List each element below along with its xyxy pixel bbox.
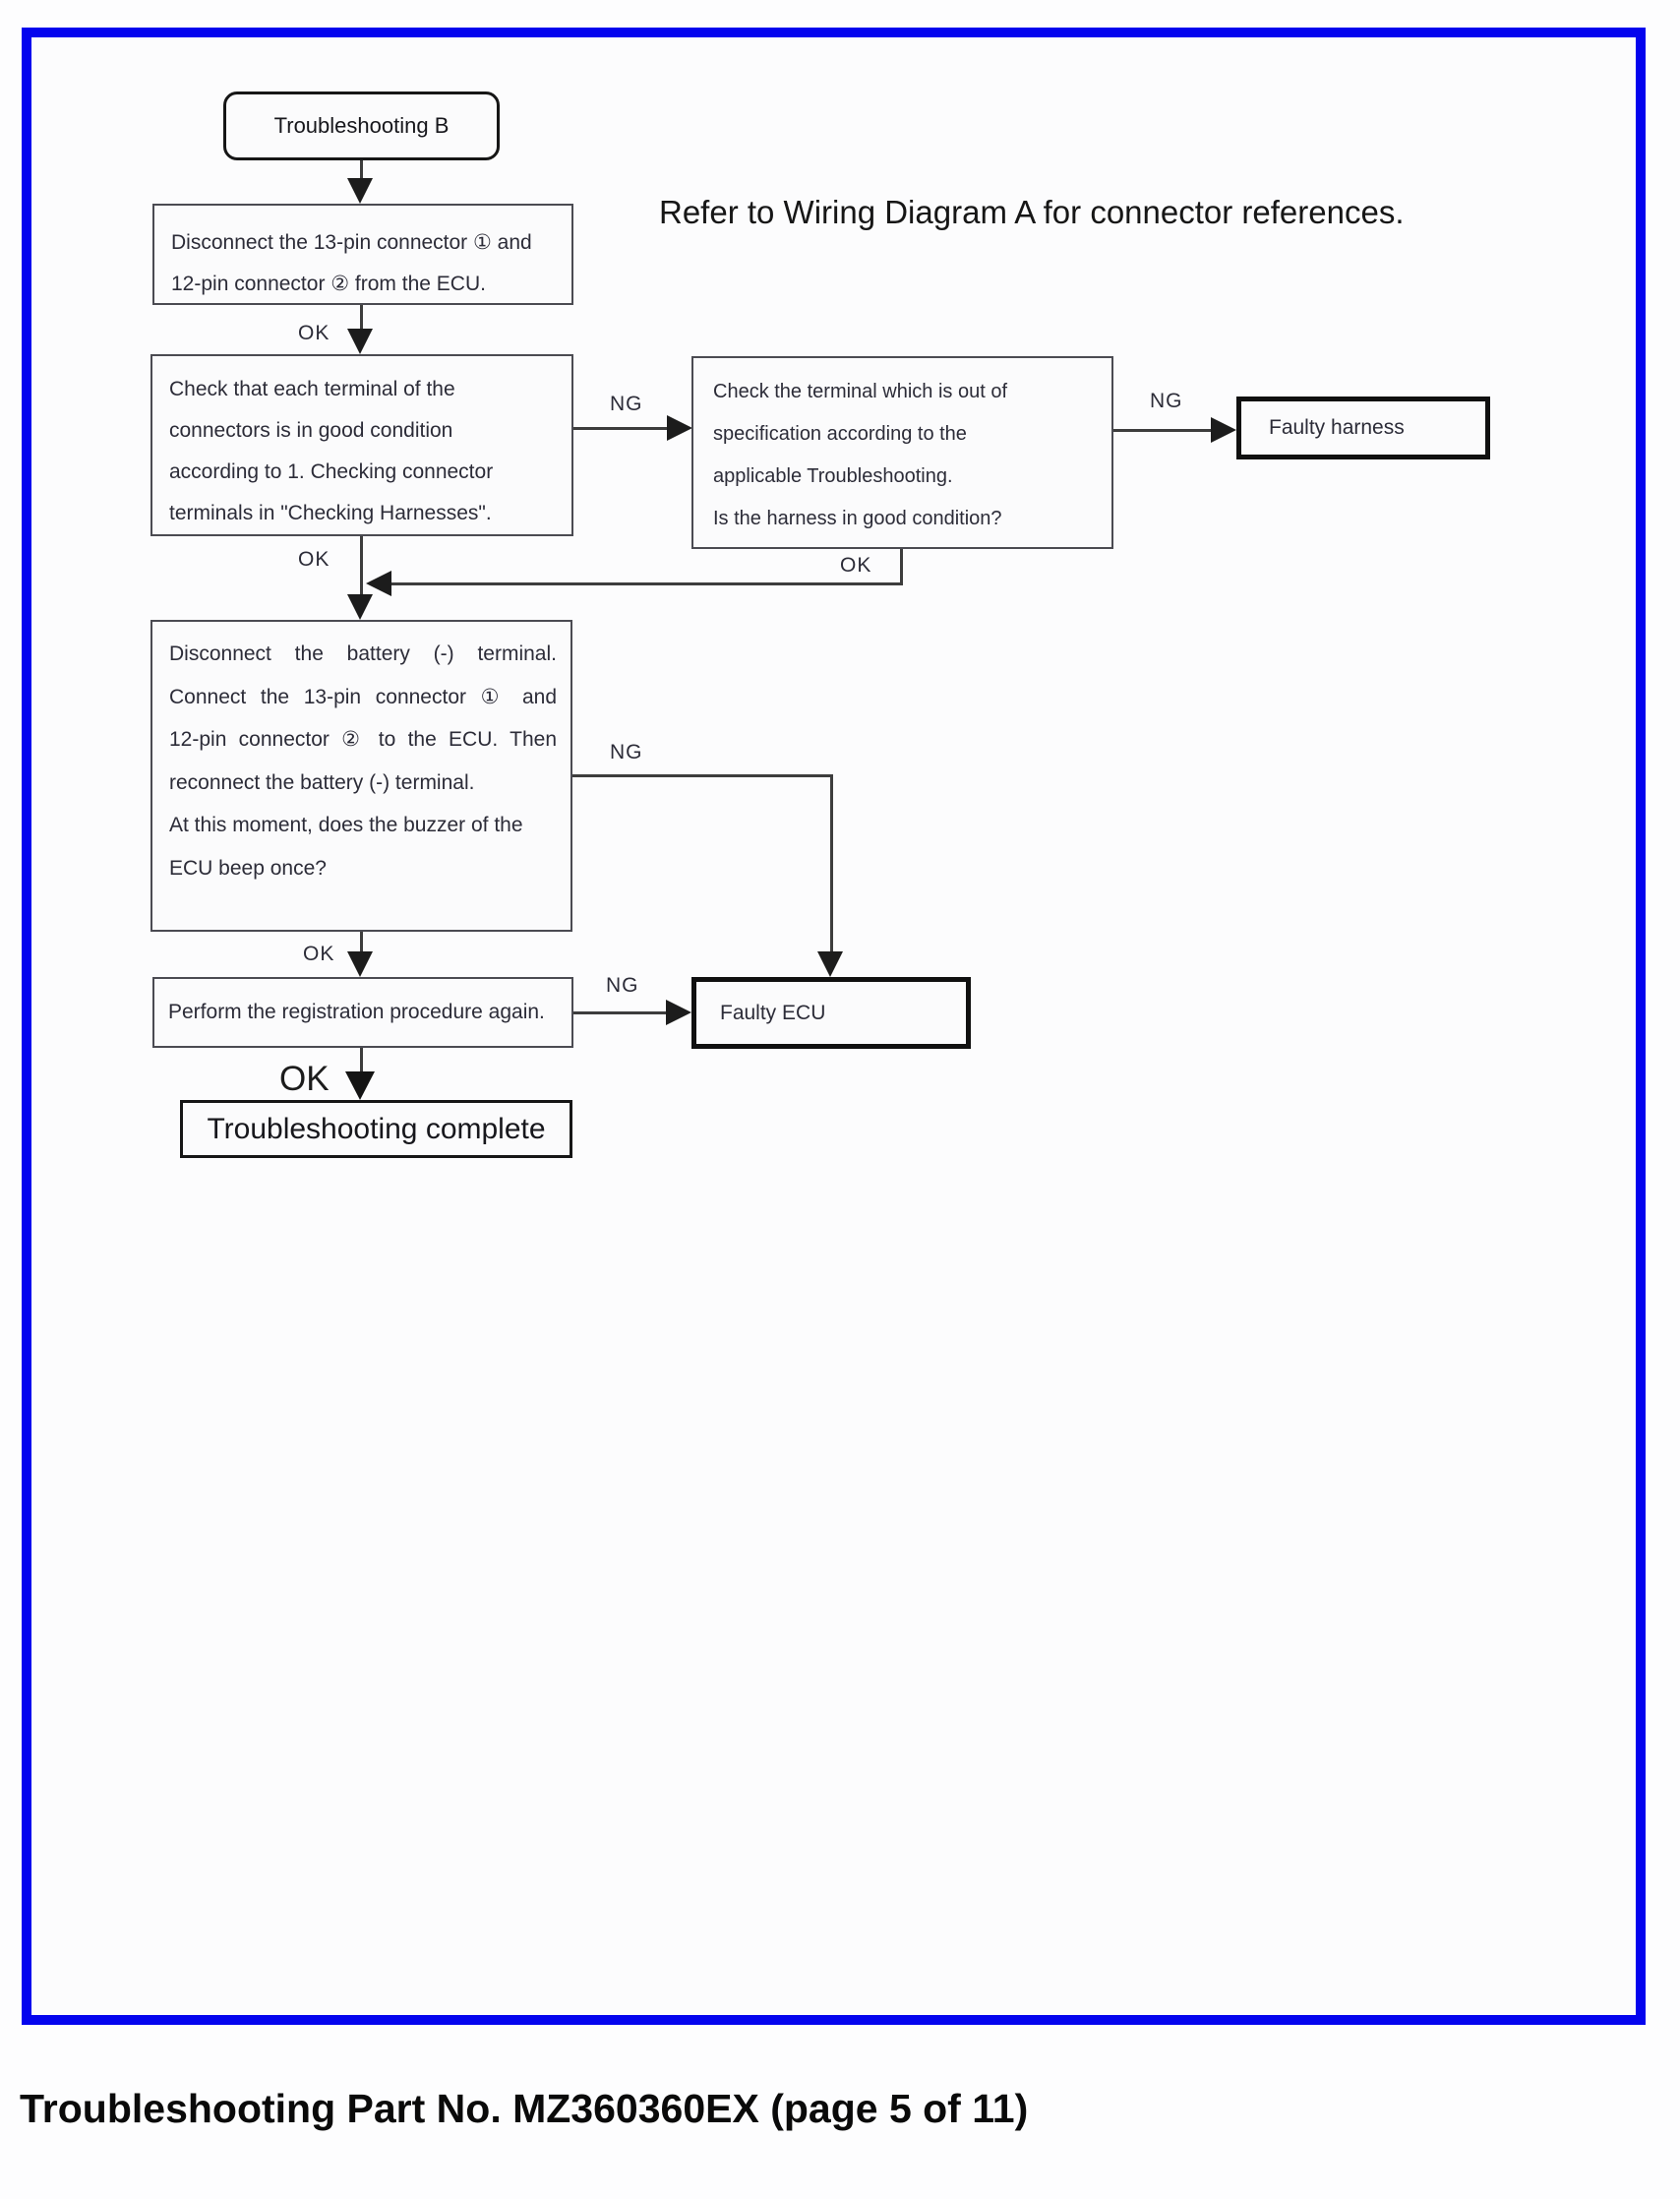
flow-node-faulty-harness: Faulty harness (1236, 397, 1490, 459)
ng-label: NG (610, 393, 643, 415)
step-text-line: Disconnect the 13-pin connector ① and (171, 231, 532, 254)
arrow-down-icon (345, 1071, 375, 1100)
flow-line (390, 582, 903, 585)
wiring-note: Refer to Wiring Diagram A for connector … (659, 194, 1405, 230)
flow-node-reconnect-battery: Disconnect the battery (-) terminal. Con… (150, 620, 572, 932)
flow-line (360, 536, 363, 597)
registration-label: Perform the registration procedure again… (168, 1001, 545, 1023)
flow-node-disconnect-connectors: Disconnect the 13-pin connector ① and 12… (152, 204, 573, 305)
step-text-line: ECU beep once? (169, 856, 327, 880)
flow-line (360, 1048, 363, 1075)
flow-line (572, 774, 833, 777)
ok-label: OK (303, 943, 335, 965)
arrow-right-icon (1211, 417, 1236, 443)
start-label: Troubleshooting B (273, 113, 450, 138)
step-text-line: according to 1. Checking connector (169, 460, 494, 483)
flow-node-registration: Perform the registration procedure again… (152, 977, 573, 1048)
page-caption: Troubleshooting Part No. MZ360360EX (pag… (20, 2086, 1029, 2131)
flow-line (360, 932, 363, 955)
step-text-line: Is the harness in good condition? (713, 508, 1002, 529)
flow-line (900, 549, 903, 585)
ng-label: NG (606, 974, 639, 997)
step-text-line: applicable Troubleshooting. (713, 465, 953, 487)
flow-node-complete: Troubleshooting complete (180, 1100, 572, 1158)
arrow-down-icon (347, 329, 373, 354)
flow-line (573, 427, 669, 430)
flow-node-faulty-ecu: Faulty ECU (691, 977, 971, 1049)
ng-label: NG (1150, 390, 1183, 412)
arrow-left-icon (366, 571, 391, 596)
flow-node-start: Troubleshooting B (223, 92, 500, 160)
step-text-line: reconnect the battery (-) terminal. (169, 770, 475, 794)
ok-label: OK (298, 548, 330, 571)
ng-label: NG (610, 741, 643, 764)
arrow-right-icon (667, 415, 692, 441)
complete-label: Troubleshooting complete (207, 1112, 546, 1145)
flow-line (360, 160, 363, 184)
flow-node-check-out-of-spec: Check the terminal which is out of speci… (691, 356, 1113, 549)
flow-line (830, 774, 833, 953)
ok-label: OK (279, 1060, 330, 1098)
arrow-down-icon (347, 594, 373, 620)
step-text-line: terminals in "Checking Harnesses". (169, 502, 492, 524)
ok-label: OK (840, 554, 872, 577)
arrow-down-icon (817, 951, 843, 977)
arrow-down-icon (347, 178, 373, 204)
step-text-line: Check the terminal which is out of (713, 381, 1008, 402)
faulty-ecu-label: Faulty ECU (720, 1001, 826, 1024)
step-text-line: Disconnect the battery (-) terminal. (169, 642, 557, 665)
flow-line (1113, 429, 1212, 432)
step-text-line: Check that each terminal of the (169, 378, 455, 400)
step-text-line: 12-pin connector ② from the ECU. (171, 273, 486, 295)
ok-label: OK (298, 322, 330, 344)
flow-line (360, 305, 363, 333)
step-text-line: 12-pin connector ② to the ECU. Then (169, 728, 557, 751)
flow-node-check-terminals: Check that each terminal of the connecto… (150, 354, 573, 536)
arrow-right-icon (666, 1000, 691, 1025)
step-text-line: At this moment, does the buzzer of the (169, 814, 523, 836)
flow-line (573, 1011, 668, 1014)
step-text-line: Connect the 13-pin connector ① and (169, 685, 557, 708)
arrow-down-icon (347, 951, 373, 977)
faulty-harness-label: Faulty harness (1269, 416, 1405, 439)
step-text-line: connectors is in good condition (169, 419, 453, 442)
step-text-line: specification according to the (713, 423, 967, 445)
